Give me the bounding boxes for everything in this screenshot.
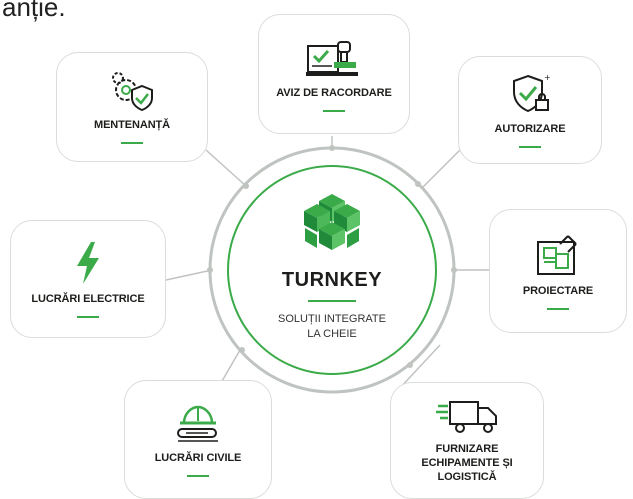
ring-dot	[451, 267, 457, 273]
svg-text:+: +	[544, 73, 551, 82]
ring-dot	[407, 362, 413, 368]
center-hub: TURNKEY SOLUȚII INTEGRATE LA CHEIE	[228, 166, 436, 374]
node-underline	[547, 308, 569, 310]
node-underline	[323, 110, 345, 112]
center-title: TURNKEY	[281, 269, 383, 291]
node-lucrari-electrice: LUCRĂRI ELECTRICE	[10, 220, 166, 338]
connector-mentenanta	[205, 149, 247, 187]
node-label: LUCRĂRI ELECTRICE	[31, 293, 145, 305]
ring-dot	[415, 181, 421, 187]
connector-electrice	[165, 269, 213, 281]
center-subtitle-line1: SOLUȚII INTEGRATE	[278, 313, 386, 325]
inner-circle	[227, 165, 437, 375]
node-furnizare-echipamente: FURNIZARE ECHIPAMENTE ȘI LOGISTICĂ	[390, 382, 544, 499]
node-label: AUTORIZARE	[494, 123, 566, 135]
hardhat-blueprint-icon	[177, 405, 218, 442]
node-label-line: FURNIZARE	[435, 442, 499, 455]
node-label: LUCRĂRI CIVILE	[154, 451, 242, 464]
node-underline	[77, 316, 99, 318]
node-lucrari-civile: LUCRĂRI CIVILE	[124, 380, 272, 499]
node-label: AVIZ DE RACORDARE	[276, 87, 392, 99]
node-label: MENTENANȚĂ	[94, 119, 170, 131]
lightning-bolt-icon	[77, 242, 99, 284]
node-proiectare: PROIECTARE	[489, 209, 627, 333]
node-label-line: ECHIPAMENTE ȘI	[421, 456, 513, 469]
node-label: FURNIZARE ECHIPAMENTE ȘI LOGISTICĂ	[421, 442, 512, 484]
top-text-fragment: anție.	[2, 0, 66, 22]
node-label-line: LOGISTICĂ	[437, 470, 497, 483]
blueprint-pencil-icon	[537, 235, 577, 275]
gears-shield-icon	[112, 72, 153, 112]
ring-dot	[239, 347, 245, 353]
document-stamp-icon	[306, 41, 358, 76]
delivery-truck-icon	[436, 400, 497, 433]
node-aviz-de-racordare: AVIZ DE RACORDARE	[258, 14, 410, 134]
node-label: PROIECTARE	[522, 285, 594, 297]
shield-lock-icon: +	[513, 73, 551, 113]
node-underline	[121, 142, 143, 144]
node-underline	[187, 474, 209, 477]
ring-dot	[207, 267, 213, 273]
node-underline	[519, 146, 541, 148]
center-subtitle-line2: LA CHEIE	[307, 328, 357, 340]
node-mentenanta: MENTENANȚĂ	[56, 52, 208, 162]
turnkey-logo-icon	[304, 194, 360, 250]
center-divider	[308, 300, 356, 302]
node-autorizare: + AUTORIZARE	[458, 56, 602, 164]
ring-dot	[243, 183, 249, 189]
ring-dot	[329, 145, 335, 151]
